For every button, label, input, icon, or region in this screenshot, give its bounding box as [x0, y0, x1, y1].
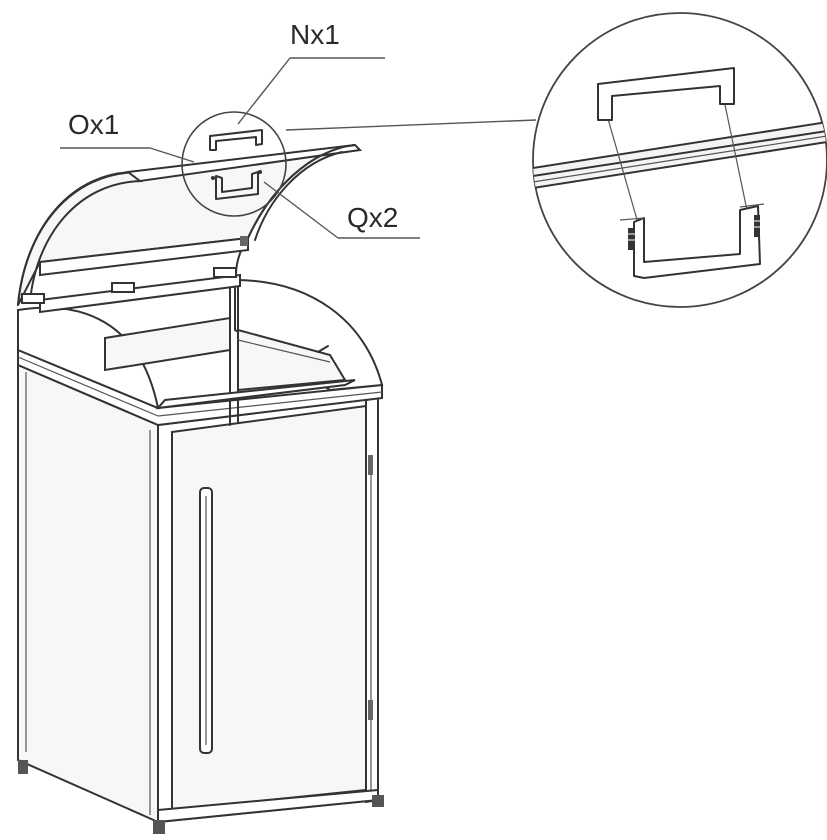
detail-circle-small	[181, 111, 287, 217]
bracket-n-magnified	[597, 67, 735, 121]
inner-back-wall	[104, 316, 231, 372]
right-curved-side	[234, 278, 384, 392]
lid-hinge-3	[213, 267, 237, 278]
foot-left	[18, 760, 28, 774]
foot-right	[372, 795, 384, 807]
inner-right-wall	[237, 328, 347, 392]
inner-top-bar	[39, 273, 241, 314]
screw-left	[625, 228, 637, 250]
hinge-top	[368, 455, 373, 475]
lid-top-strip	[125, 143, 363, 183]
lid[interactable]	[17, 143, 363, 306]
label-n-group: Nx1	[237, 19, 385, 125]
detail-circle-large	[532, 12, 827, 308]
hinge-bottom	[368, 700, 373, 720]
lid-bottom-bar	[39, 236, 249, 277]
screw-right	[751, 215, 763, 237]
label-o-group: Ox1	[60, 109, 195, 163]
lid-hinge-2	[111, 282, 135, 293]
lid-hinge-1	[21, 293, 45, 304]
detail-connector	[285, 119, 537, 131]
inner-front-lip	[155, 379, 356, 410]
top-opening	[17, 273, 384, 426]
foot-front	[153, 820, 165, 834]
label-o: Ox1	[68, 109, 119, 140]
label-q: Qx2	[347, 202, 398, 233]
label-n: Nx1	[290, 19, 340, 50]
lid-latch	[240, 236, 248, 246]
bracket-q-magnified	[633, 205, 761, 279]
bin-cabinet	[17, 348, 384, 834]
left-side-panel	[17, 363, 159, 824]
label-q-group: Qx2	[263, 181, 420, 239]
